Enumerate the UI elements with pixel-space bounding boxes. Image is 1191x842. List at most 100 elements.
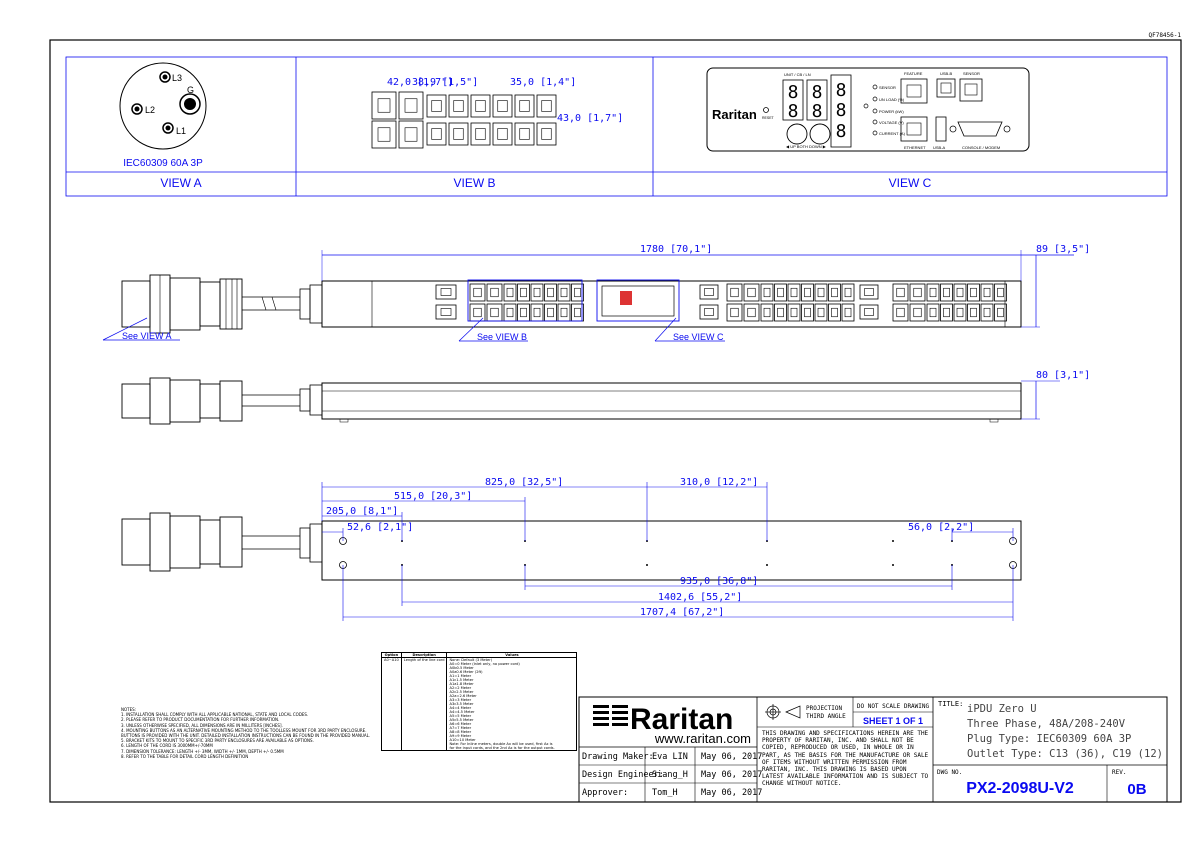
option-value: A6=6 Meter (449, 722, 472, 726)
outlet (774, 283, 787, 302)
outlet (980, 303, 994, 322)
views-panel (65, 56, 1168, 197)
rev-label: REV. (1112, 769, 1126, 776)
outlet-face (913, 287, 922, 298)
svg-text:8: 8 (836, 80, 847, 101)
outlet-face (777, 287, 784, 298)
third-angle-projection-icon (765, 704, 801, 720)
outlet-face (574, 307, 581, 318)
outlet-face (777, 307, 784, 318)
outlet (530, 283, 544, 302)
outlet (940, 283, 953, 302)
no-scale-note: DO NOT SCALE DRAWING (857, 703, 930, 710)
outlet (841, 303, 855, 322)
outlet (557, 283, 571, 302)
name-drawing-maker: Eva LIN (652, 752, 688, 762)
outlet (828, 283, 841, 302)
view-b-dim-1: 42,0 [1,7"] (387, 77, 453, 88)
outlet-face (490, 287, 499, 298)
svg-text:8: 8 (812, 101, 823, 122)
drawing-number: PX2-2098U-V2 (966, 780, 1074, 797)
title-line-3: Plug Type: IEC60309 60A 3P (967, 733, 1131, 745)
view-a-title: VIEW A (160, 176, 202, 190)
c19-outlet (398, 91, 424, 120)
view-b-callout-box (467, 279, 583, 322)
seven-segment-display: 8 8 8 8 8 8 8 (782, 74, 852, 148)
unit-label: UNIT / CB / LN (784, 72, 811, 77)
note-item: 8. REFER TO THE TABLE FOR DETAIL CORD LE… (121, 753, 249, 759)
c13-outlet-face (453, 100, 464, 112)
outlet-face (506, 307, 514, 318)
console-label: CONSOLE / MODEM (962, 145, 1000, 150)
view-b-dim-4: 43,0 [1,7"] (557, 113, 623, 124)
outlet-face (490, 307, 499, 318)
option-value: A1a1.8 Meter (449, 682, 474, 686)
outlet (926, 303, 940, 322)
c13-outlet-face (497, 128, 508, 140)
c19-outlet-face (377, 98, 391, 113)
dim-56: 56,0 [2,2"] (908, 522, 974, 533)
outlet-face (560, 307, 568, 318)
c13-outlet (514, 122, 535, 146)
date-drawing-maker: May 06, 2017 (701, 752, 762, 762)
outlet-face (896, 307, 905, 318)
view-b-title: VIEW B (453, 176, 496, 190)
c13-outlet-face (475, 100, 486, 112)
outlet-face (804, 307, 811, 318)
outlet (787, 303, 801, 322)
outlet (503, 283, 517, 302)
outlet (967, 303, 980, 322)
c19-outlet (699, 304, 719, 320)
option-cell: A0~A10 (381, 657, 402, 751)
outlet (571, 283, 584, 302)
c13-outlet-face (431, 100, 442, 112)
outlet-face (913, 307, 922, 318)
outlet-face (831, 287, 838, 298)
reset-button (763, 107, 769, 113)
dim-935: 935,0 [36,8"] (680, 576, 758, 587)
raritan-logo-icon (593, 705, 628, 726)
outlet (953, 303, 967, 322)
c19-outlet-face (440, 308, 452, 316)
view-c-title: VIEW C (888, 176, 932, 190)
outlet (503, 303, 517, 322)
outlet-face (730, 287, 739, 298)
front-dimensions: 1780 [70,1"] 89 [3,5"] See VIEW A See VI… (102, 244, 1090, 342)
dim-52-6: 52,6 [2,1"] (347, 522, 413, 533)
outlet (909, 303, 926, 322)
c13-outlet (536, 122, 557, 146)
outlet (743, 303, 760, 322)
name-design-engineer: Siang_H (652, 770, 688, 780)
date-design-engineer: May 06, 2017 (701, 770, 762, 780)
c19-outlet-face (704, 288, 714, 296)
view-c-callout-box (596, 279, 680, 322)
outlet-face (747, 287, 756, 298)
c13-outlet (470, 94, 491, 118)
dwg-no-label: DWG NO. (937, 769, 962, 776)
dim-1402-6: 1402,6 [55,2"] (658, 592, 742, 603)
c19-outlet (371, 91, 397, 120)
outlet-face (983, 307, 991, 318)
svg-text:SENSOR: SENSOR (879, 85, 896, 90)
role-approver: Approver: (582, 788, 628, 798)
c19-outlet-face (864, 288, 874, 296)
option-value: A5=5 Meter (449, 714, 472, 718)
c19-outlet-face (404, 127, 418, 142)
outlet-face (520, 287, 527, 298)
c19-outlet (699, 284, 719, 300)
note-item: BUTTONS IS PROVIDED WITH THE UNIT. DETAI… (121, 733, 371, 739)
feature-port (900, 78, 928, 104)
c13-outlet-face (519, 100, 530, 112)
controller-brand: Raritan (712, 107, 757, 122)
c13-outlet (514, 94, 535, 118)
values-cell: None: Default (3 Meter)A0=0 Meter (Inlet… (446, 657, 578, 751)
c13-outlet (492, 94, 513, 118)
view-b-dimensions: 42,0 [1,7"] 38,9 [1,5"] 35,0 [1,4"] 43,0… (387, 77, 623, 124)
outlet-face (929, 287, 937, 298)
outlet-face (560, 287, 568, 298)
outlet-face (997, 307, 1004, 318)
role-drawing-maker: Drawing Maker: (582, 752, 654, 762)
website: www.raritan.com (654, 731, 751, 746)
outlet (892, 283, 909, 302)
name-approver: Tom_H (652, 788, 678, 798)
